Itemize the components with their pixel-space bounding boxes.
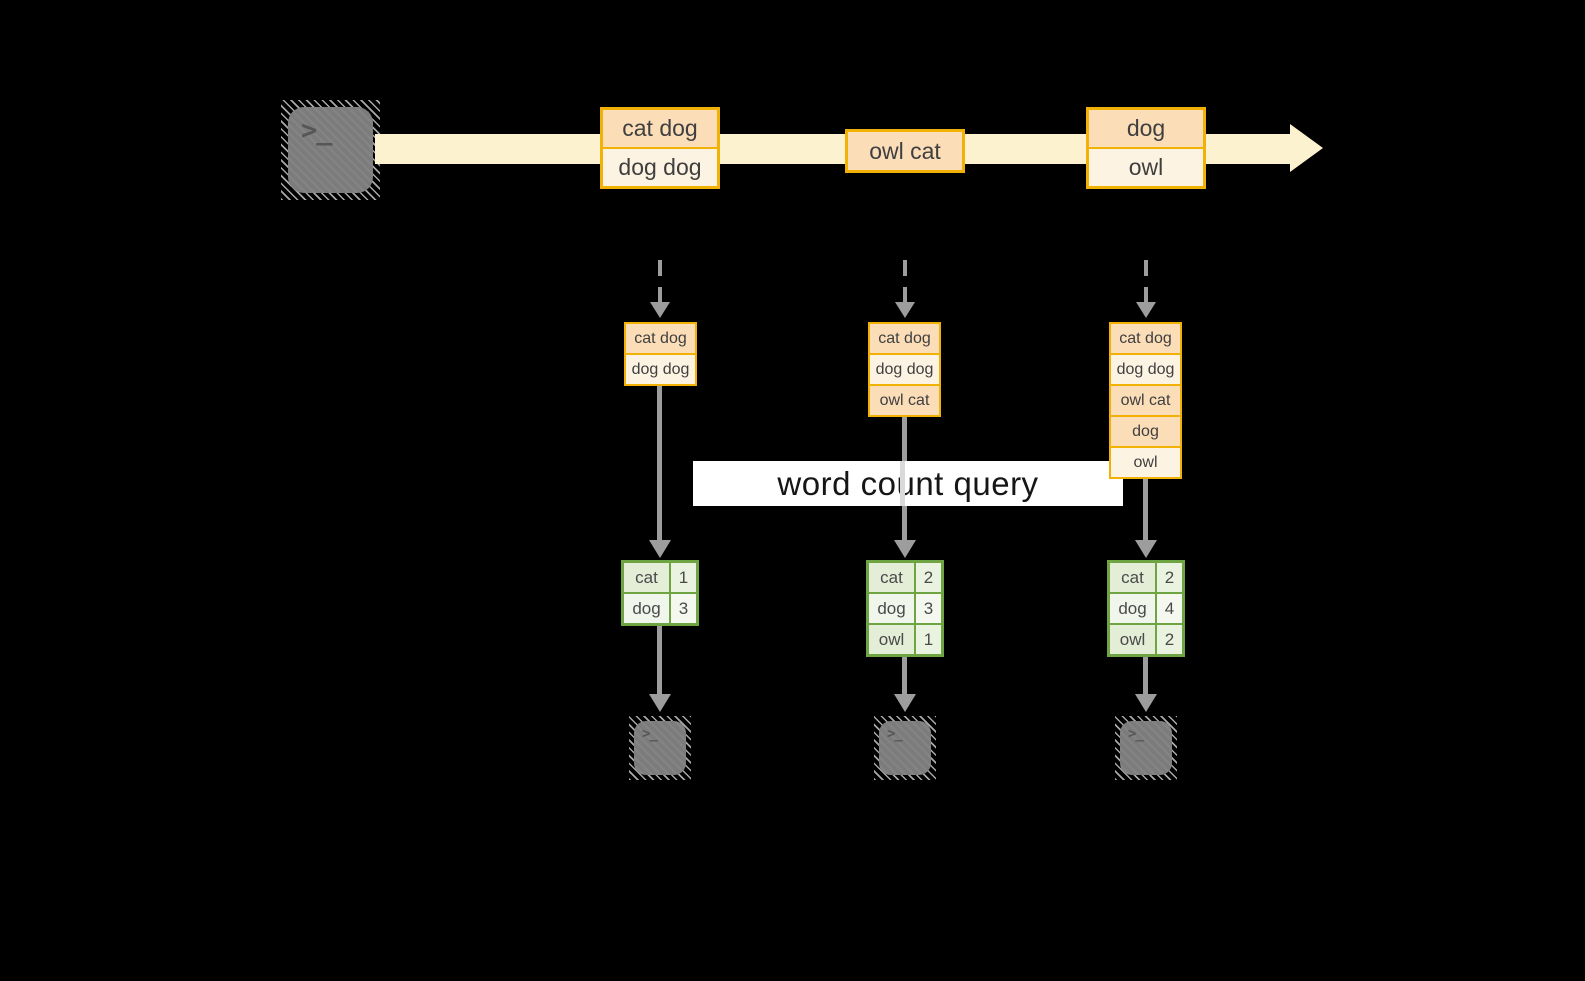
count-word: dog	[1110, 594, 1155, 623]
event-row: dog dog	[603, 149, 717, 186]
count-table-3: cat 2 dog 4 owl 2	[1107, 560, 1185, 657]
count-word: owl	[869, 625, 914, 654]
count-table-2: cat 2 dog 3 owl 1	[866, 560, 944, 657]
state-row: cat dog	[626, 324, 695, 353]
arrow-line	[1143, 657, 1148, 696]
sink-terminal-icon: >_	[629, 716, 691, 780]
event-row: owl	[1089, 149, 1203, 186]
state-row: dog dog	[626, 355, 695, 384]
arrow-head-icon	[1135, 540, 1157, 558]
arrow-line	[902, 657, 907, 696]
event-row: owl cat	[848, 132, 962, 170]
state-stack-3: cat dog dog dog owl cat dog owl	[1109, 322, 1182, 479]
state-row: owl	[1111, 448, 1180, 477]
terminal-prompt-icon: >_	[301, 115, 333, 146]
count-value: 1	[671, 563, 696, 592]
arrow-line	[657, 626, 662, 696]
dashed-arrow-head-icon	[650, 302, 670, 318]
terminal-prompt-icon: >_	[887, 726, 903, 742]
arrow-head-icon	[1135, 694, 1157, 712]
terminal-screen: >_	[288, 107, 373, 193]
state-row: dog	[1111, 417, 1180, 446]
dashed-arrow-head-icon	[895, 302, 915, 318]
count-word: cat	[624, 563, 669, 592]
count-word: cat	[1110, 563, 1155, 592]
state-row: dog dog	[870, 355, 939, 384]
dashed-arrow-line	[903, 260, 907, 302]
sink-terminal-icon: >_	[874, 716, 936, 780]
terminal-prompt-icon: >_	[642, 726, 658, 742]
stream-arrow-head-icon	[1290, 124, 1323, 172]
count-word: dog	[869, 594, 914, 623]
state-row: dog dog	[1111, 355, 1180, 384]
arrow-head-icon	[894, 694, 916, 712]
count-value: 1	[916, 625, 941, 654]
terminal-screen: >_	[634, 721, 686, 775]
count-value: 4	[1157, 594, 1182, 623]
query-label-band: word count query	[693, 461, 1123, 506]
terminal-screen: >_	[879, 721, 931, 775]
arrow-line	[1143, 479, 1148, 541]
event-group-1: cat dog dog dog	[600, 107, 720, 189]
state-row: owl cat	[1111, 386, 1180, 415]
count-value: 2	[1157, 563, 1182, 592]
arrow-head-icon	[649, 694, 671, 712]
terminal-screen: >_	[1120, 721, 1172, 775]
arrow-head-icon	[649, 540, 671, 558]
source-terminal-icon: >_	[281, 100, 380, 200]
dashed-arrow-head-icon	[1136, 302, 1156, 318]
event-group-3: dog owl	[1086, 107, 1206, 189]
state-stack-1: cat dog dog dog	[624, 322, 697, 386]
count-table-1: cat 1 dog 3	[621, 560, 699, 626]
terminal-prompt-icon: >_	[1128, 726, 1144, 742]
count-value: 3	[916, 594, 941, 623]
count-value: 2	[916, 563, 941, 592]
state-row: cat dog	[1111, 324, 1180, 353]
count-word: cat	[869, 563, 914, 592]
arrow-line	[657, 386, 662, 541]
event-group-2: owl cat	[845, 129, 965, 173]
arrow-line-through-label	[900, 461, 905, 506]
dashed-arrow-line	[1144, 260, 1148, 302]
event-row: dog	[1089, 110, 1203, 147]
query-label: word count query	[777, 464, 1039, 502]
dashed-arrow-line	[658, 260, 662, 302]
state-stack-2: cat dog dog dog owl cat	[868, 322, 941, 417]
count-value: 2	[1157, 625, 1182, 654]
count-word: dog	[624, 594, 669, 623]
event-row: cat dog	[603, 110, 717, 147]
count-value: 3	[671, 594, 696, 623]
state-row: cat dog	[870, 324, 939, 353]
count-word: owl	[1110, 625, 1155, 654]
state-row: owl cat	[870, 386, 939, 415]
sink-terminal-icon: >_	[1115, 716, 1177, 780]
arrow-head-icon	[894, 540, 916, 558]
